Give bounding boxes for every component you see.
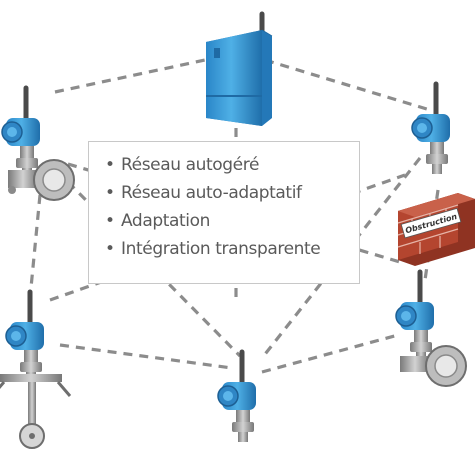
- wireless-transmitter-icon: [2, 88, 75, 201]
- feature-label: Réseau auto-adaptatif: [121, 183, 302, 203]
- feature-item: • Adaptation: [105, 207, 359, 235]
- feature-label: Intégration transparente: [121, 239, 321, 259]
- link-left-column: [28, 194, 42, 299]
- features-panel: •Réseau autogéré •Réseau auto-adaptatif …: [88, 141, 360, 284]
- feature-item: • Réseau auto-adaptatif: [105, 179, 359, 207]
- gateway-box-icon: [206, 11, 273, 126]
- feature-label: Adaptation: [121, 211, 210, 231]
- link-gateway-right: [264, 58, 431, 112]
- link-gateway-left: [54, 58, 206, 94]
- feature-label: Réseau autogéré: [121, 155, 260, 175]
- wireless-transmitter-icon: [0, 292, 72, 449]
- link-right-bottom: [260, 157, 422, 359]
- feature-item: • Intégration transparente: [105, 235, 359, 263]
- wireless-transmitter-icon: [396, 272, 467, 387]
- link-bottom-bottomright: [261, 333, 399, 374]
- bullet-icon: •: [105, 183, 115, 203]
- brick-wall-icon: Obstruction: [397, 193, 475, 266]
- features-list: •Réseau autogéré •Réseau auto-adaptatif …: [89, 142, 359, 263]
- link-bottomleft-bottom: [59, 343, 233, 370]
- bullet-icon: •: [105, 211, 115, 231]
- feature-item: • Réseau autogéré: [105, 151, 359, 179]
- bullet-icon: •: [105, 155, 115, 175]
- bullet-icon: •: [105, 239, 115, 259]
